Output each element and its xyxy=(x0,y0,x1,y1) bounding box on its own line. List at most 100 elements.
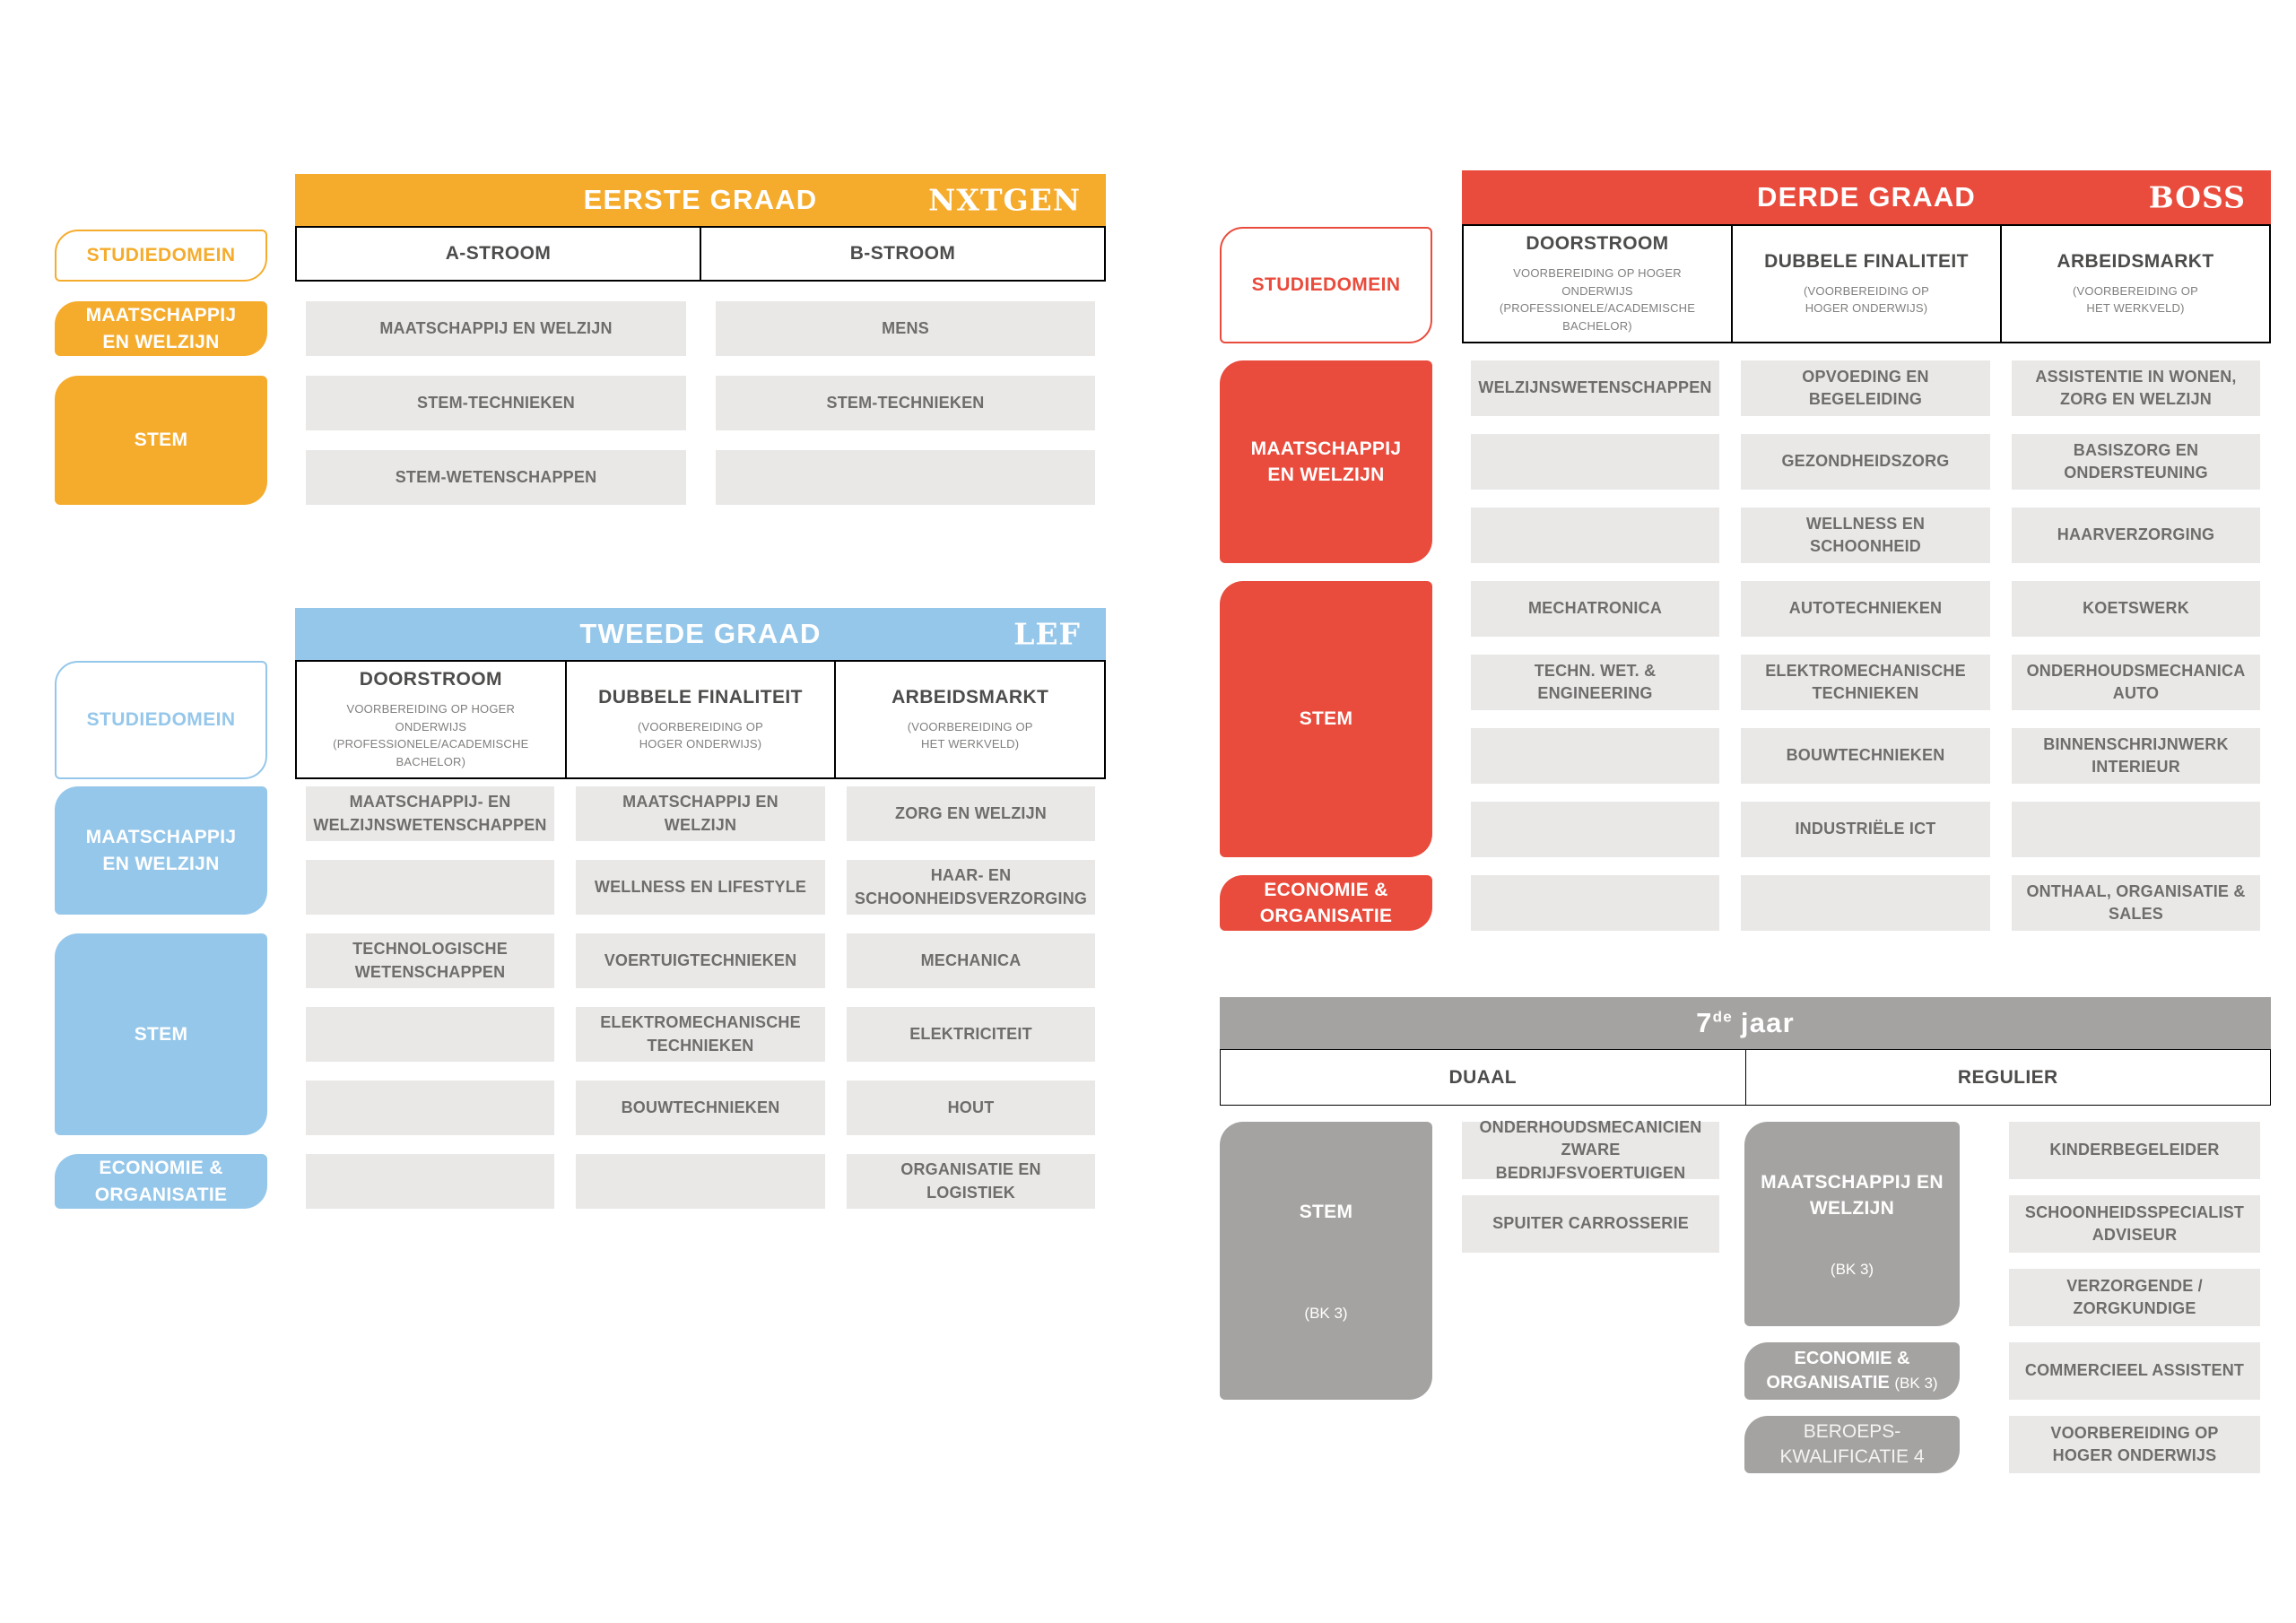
program-cell-empty xyxy=(1741,875,1990,931)
program-cell: WELLNESS EN SCHOONHEID xyxy=(1741,508,1990,563)
economie-label-line: ECONOMIE & ORGANISATIE (BK 3) xyxy=(1766,1349,1938,1393)
domain-maatschappij-en-welzijn: MAATSCHAPPIJ EN WELZIJN xyxy=(55,301,267,356)
program-cell: WELLNESS EN LIFESTYLE xyxy=(576,860,825,915)
program-cell: MAATSCHAPPIJ EN WELZIJN xyxy=(306,301,686,356)
doorstroom-title: DOORSTROOM xyxy=(359,669,502,690)
tweede-graad-header-bar: TWEEDE GRAAD LEF xyxy=(295,608,1106,660)
arbeidsmarkt-title: ARBEIDSMARKT xyxy=(891,686,1049,707)
program-cell: COMMERCIEEL ASSISTENT xyxy=(2009,1342,2260,1400)
lef-logo: LEF xyxy=(1013,616,1081,652)
maatschappij-label-bk: (BK 3) xyxy=(1830,1261,1874,1279)
dubbele-finaliteit-subtitle: (VOORBEREIDING OP HOGER ONDERWIJS) xyxy=(638,719,763,751)
program-cell: KOETSWERK xyxy=(2012,581,2260,637)
tweede-graad-title: TWEEDE GRAAD xyxy=(579,618,822,649)
nxtgen-logo: NXTGEN xyxy=(928,182,1081,218)
program-cell-empty xyxy=(1471,508,1719,563)
column-header-arbeidsmarkt: ARBEIDSMARKT (VOORBEREIDING OP HET WERKV… xyxy=(836,662,1104,777)
derde-graad-section: DERDE GRAAD BOSS DOORSTROOM VOORBEREIDIN… xyxy=(1220,170,2271,950)
dubbele-finaliteit-subtitle: (VOORBEREIDING OP HOGER ONDERWIJS) xyxy=(1804,283,1929,316)
program-cell: TECHN. WET. & ENGINEERING xyxy=(1471,655,1719,710)
domain-stem: STEM xyxy=(55,933,267,1135)
regulier-title: REGULIER xyxy=(1957,1066,2058,1088)
program-cell-empty xyxy=(1471,434,1719,490)
program-cell-empty xyxy=(1471,728,1719,784)
domain-economie-organisatie: ECONOMIE & ORGANISATIE xyxy=(1220,875,1432,931)
column-header-b-stroom: B-STROOM xyxy=(701,228,1104,280)
column-header-a-stroom: A-STROOM xyxy=(297,228,701,280)
program-cell: ONTHAAL, ORGANISATIE & SALES xyxy=(2012,875,2260,931)
program-cell: ZORG EN WELZIJN xyxy=(847,786,1095,841)
program-cell: BASISZORG EN ONDERSTEUNING xyxy=(2012,434,2260,490)
tweede-graad-body: MAATSCHAPPIJ EN WELZIJN STEM ECONOMIE & … xyxy=(55,786,1095,1209)
b-stroom-title: B-STROOM xyxy=(849,243,956,264)
domain-economie-organisatie: ECONOMIE & ORGANISATIE xyxy=(55,1154,267,1209)
program-cell-empty xyxy=(1471,875,1719,931)
program-cell: HAAR- EN SCHOONHEIDSVERZORGING xyxy=(847,860,1095,915)
program-cell-empty xyxy=(576,1154,825,1209)
duaal-title: DUAAL xyxy=(1448,1066,1517,1088)
domain-stem: STEM xyxy=(1220,581,1432,857)
eerste-graad-title: EERSTE GRAAD xyxy=(583,184,818,215)
derde-graad-body: MAATSCHAPPIJ EN WELZIJN STEM ECONOMIE & … xyxy=(1220,360,2260,931)
derde-graad-header-bar: DERDE GRAAD BOSS xyxy=(1462,170,2271,224)
program-cell: HOUT xyxy=(847,1081,1095,1135)
program-cell: HAARVERZORGING xyxy=(2012,508,2260,563)
column-header-regulier: REGULIER xyxy=(1746,1050,2271,1105)
program-cell-empty xyxy=(306,1154,554,1209)
program-cell: BOUWTECHNIEKEN xyxy=(1741,728,1990,784)
eerste-graad-body: MAATSCHAPPIJ EN WELZIJN STEM MAATSCHAPPI… xyxy=(55,301,1095,505)
program-cell: ELEKTROMECHANISCHE TECHNIEKEN xyxy=(1741,655,1990,710)
doorstroom-title: DOORSTROOM xyxy=(1526,233,1669,254)
a-stroom-title: A-STROOM xyxy=(445,243,552,264)
program-cell: SCHOONHEIDSSPECIALIST ADVISEUR xyxy=(2009,1195,2260,1253)
boss-logo: BOSS xyxy=(2148,179,2246,215)
stem-label-title: STEM xyxy=(1299,1202,1353,1223)
dubbele-finaliteit-title: DUBBELE FINALITEIT xyxy=(598,686,803,707)
arbeidsmarkt-subtitle: (VOORBEREIDING OP HET WERKVELD) xyxy=(2073,283,2198,316)
arbeidsmarkt-subtitle: (VOORBEREIDING OP HET WERKVELD) xyxy=(907,719,1033,751)
dubbele-finaliteit-title: DUBBELE FINALITEIT xyxy=(1764,250,1969,272)
program-cell-empty xyxy=(306,860,554,915)
program-cell: VOERTUIGTECHNIEKEN xyxy=(576,933,825,988)
program-cell: ELEKTRICITEIT xyxy=(847,1007,1095,1062)
program-cell: KINDERBEGELEIDER xyxy=(2009,1122,2260,1179)
program-cell: WELZIJNSWETENSCHAPPEN xyxy=(1471,360,1719,416)
program-cell: ORGANISATIE EN LOGISTIEK xyxy=(847,1154,1095,1209)
column-header-doorstroom: DOORSTROOM VOORBEREIDING OP HOGER ONDERW… xyxy=(297,662,567,777)
eerste-graad-column-headers: A-STROOM B-STROOM xyxy=(295,226,1106,282)
program-cell-empty xyxy=(306,1081,554,1135)
program-cell: STEM-TECHNIEKEN xyxy=(306,376,686,430)
program-cell: ONDERHOUDSMECANICIEN ZWARE BEDRIJFSVOERT… xyxy=(1462,1118,1719,1182)
program-cell: AUTOTECHNIEKEN xyxy=(1741,581,1990,637)
domain-stem-bk3: STEM (BK 3) xyxy=(1220,1122,1432,1400)
studiedomein-label-tweede: STUDIEDOMEIN xyxy=(55,661,267,779)
doorstroom-subtitle: VOORBEREIDING OP HOGER ONDERWIJS (PROFES… xyxy=(1499,266,1696,333)
doorstroom-subtitle: VOORBEREIDING OP HOGER ONDERWIJS (PROFES… xyxy=(333,702,529,768)
zevende-jaar-body: STEM (BK 3) ONDERHOUDSMECANICIEN ZWARE B… xyxy=(1220,1118,2260,1473)
program-cell: MAATSCHAPPIJ EN WELZIJN xyxy=(576,786,825,841)
eerste-graad-section: EERSTE GRAAD NXTGEN A-STROOM B-STROOM ST… xyxy=(55,174,1106,568)
column-header-duaal: DUAAL xyxy=(1221,1050,1746,1105)
tweede-graad-column-headers: DOORSTROOM VOORBEREIDING OP HOGER ONDERW… xyxy=(295,660,1106,779)
domain-maatschappij-bk3: MAATSCHAPPIJ EN WELZIJN (BK 3) xyxy=(1744,1122,1960,1326)
studiedomein-label-derde: STUDIEDOMEIN xyxy=(1220,227,1432,343)
beroepskwalificatie-title: BEROEPS-KWALIFICATIE 4 xyxy=(1779,1420,1925,1467)
program-cell: MECHATRONICA xyxy=(1471,581,1719,637)
domain-maatschappij-en-welzijn: MAATSCHAPPIJ EN WELZIJN xyxy=(55,786,267,915)
program-cell-empty xyxy=(2012,802,2260,857)
program-cell: ONDERHOUDSMECHANICA AUTO xyxy=(2012,655,2260,710)
program-cell-empty xyxy=(306,1007,554,1062)
program-cell: GEZONDHEIDSZORG xyxy=(1741,434,1990,490)
studiedomein-label-eerste: STUDIEDOMEIN xyxy=(55,230,267,282)
domain-maatschappij-en-welzijn: MAATSCHAPPIJ EN WELZIJN xyxy=(1220,360,1432,563)
stem-label-bk: (BK 3) xyxy=(1304,1304,1348,1322)
column-header-doorstroom: DOORSTROOM VOORBEREIDING OP HOGER ONDERW… xyxy=(1464,226,1733,342)
domain-stem: STEM xyxy=(55,376,267,505)
program-cell-empty xyxy=(1471,802,1719,857)
arbeidsmarkt-title: ARBEIDSMARKT xyxy=(2057,250,2214,272)
program-cell: MENS xyxy=(716,301,1095,356)
